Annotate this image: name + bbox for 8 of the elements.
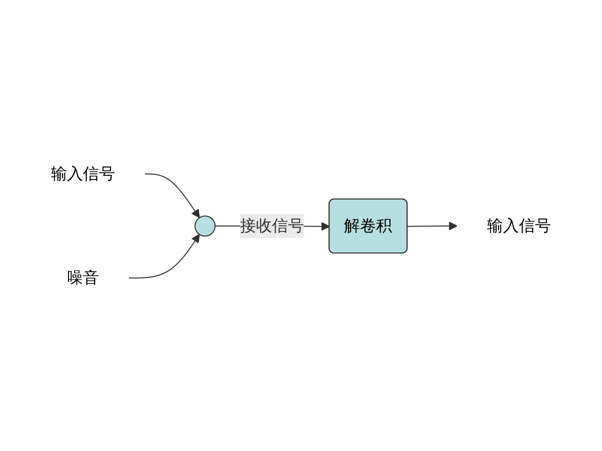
node-circle bbox=[194, 214, 216, 236]
edge-label: 接收信号 bbox=[240, 216, 304, 234]
node-text: 输入信号 bbox=[50, 164, 115, 182]
arrow bbox=[144, 173, 200, 218]
arrow bbox=[128, 233, 200, 278]
arrow bbox=[407, 221, 458, 230]
node-text: 噪音 bbox=[66, 268, 99, 286]
node-text: 输入信号 bbox=[487, 216, 552, 234]
